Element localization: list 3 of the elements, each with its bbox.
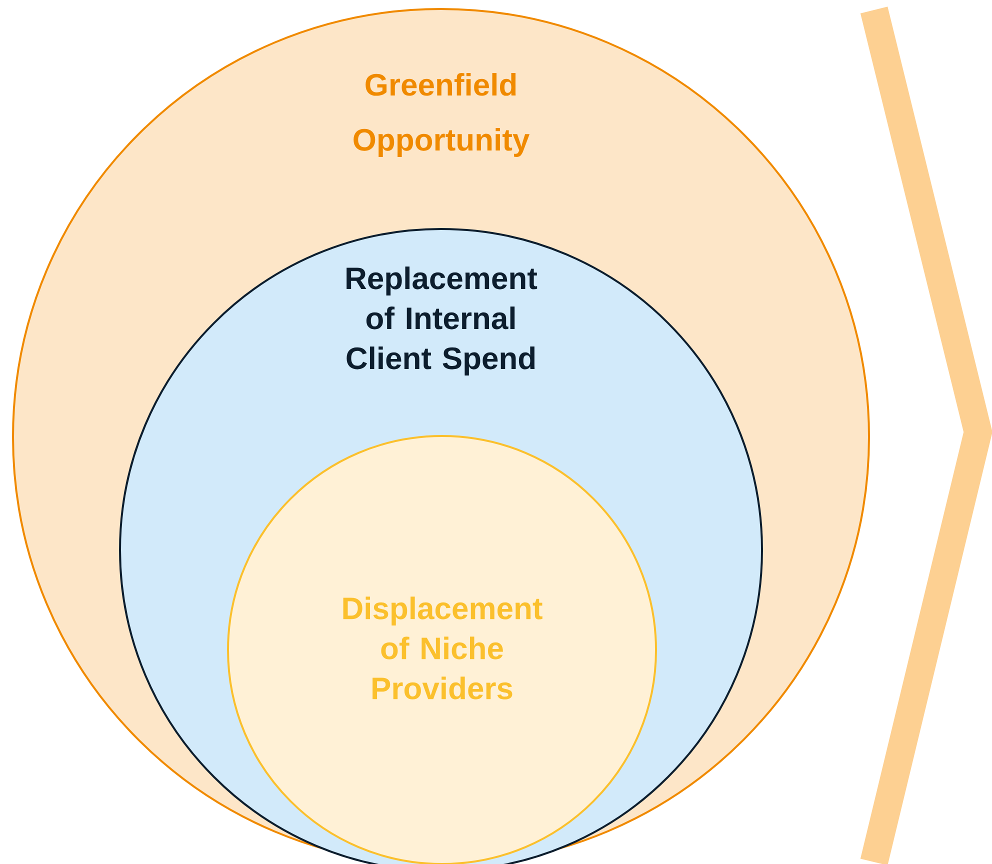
circle-label: Greenfield Opportunity bbox=[354, 73, 530, 157]
circle-label: Displacement of Niche Providers bbox=[343, 596, 542, 700]
circle-label: Replacement of Internal Client Spend bbox=[346, 266, 538, 376]
